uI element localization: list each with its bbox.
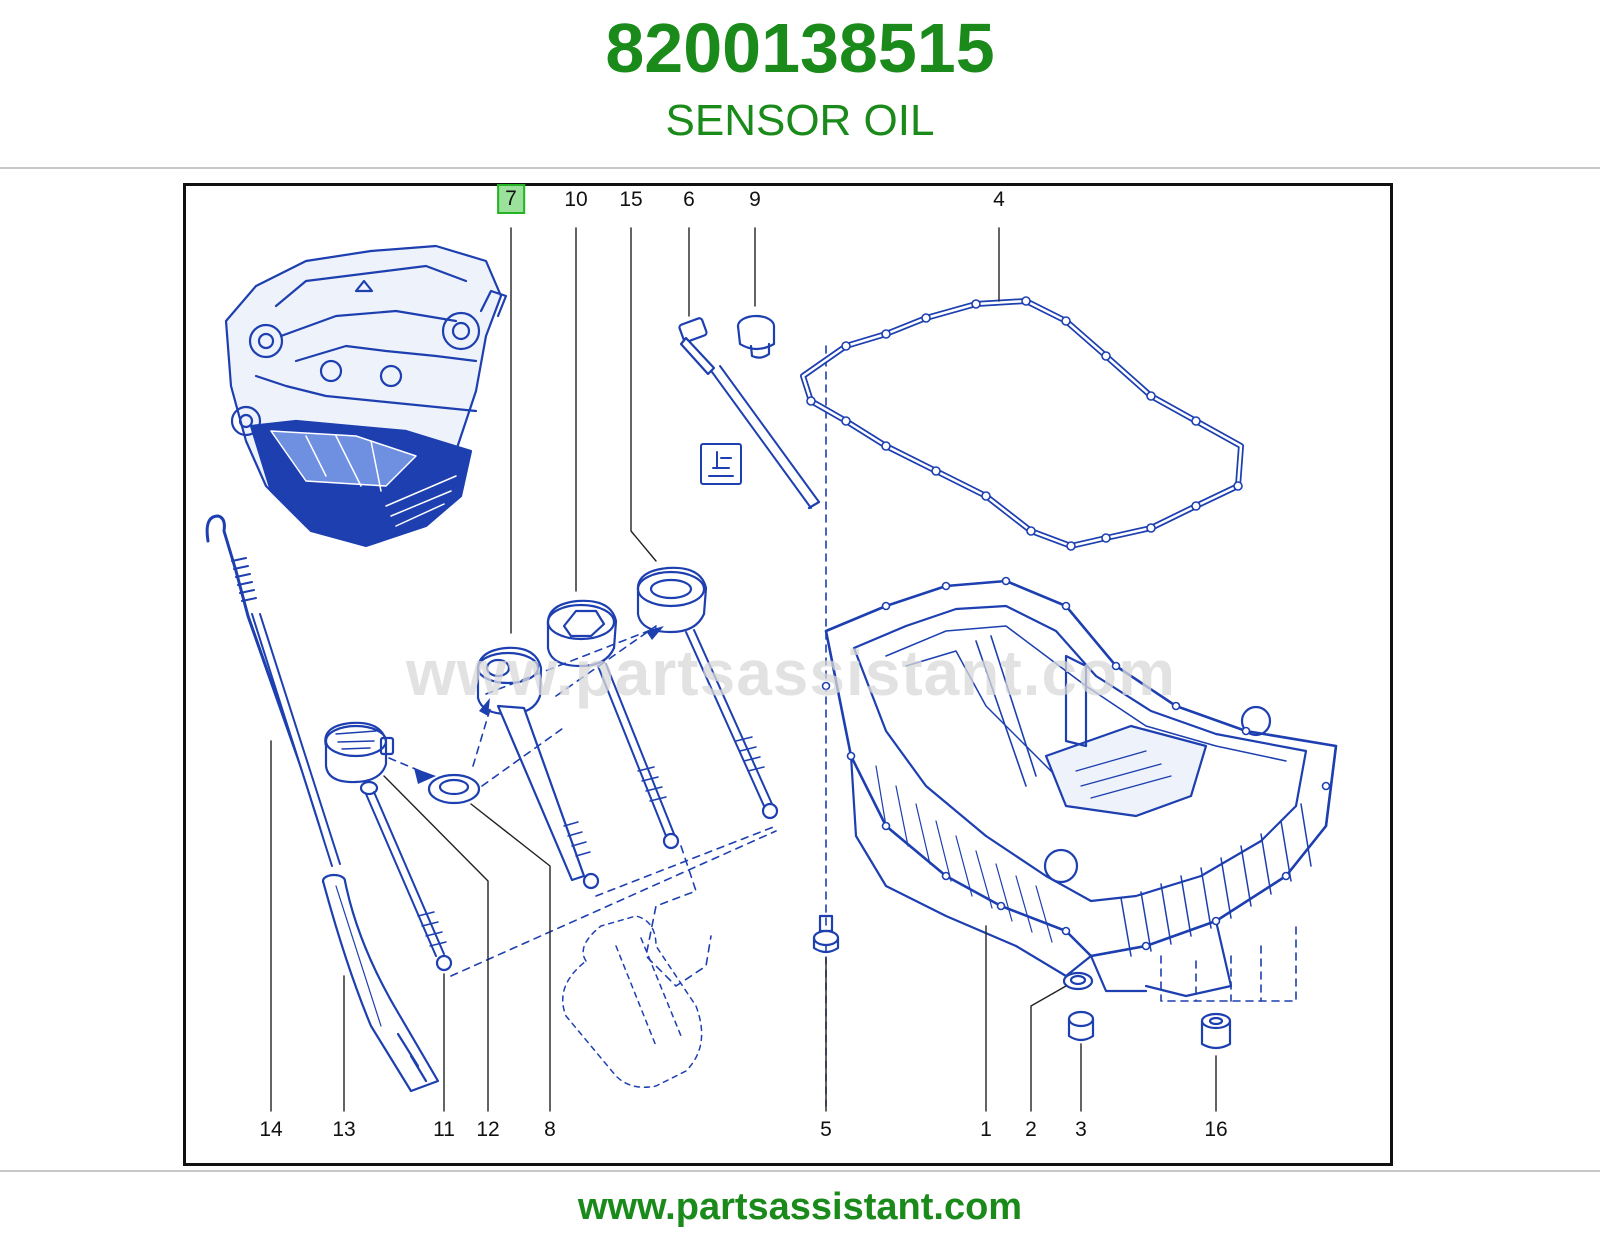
part-name: SENSOR OIL [665, 96, 935, 145]
diagram-drawing [205, 227, 1338, 1112]
callout-15[interactable]: 15 [619, 188, 643, 211]
callout-3[interactable]: 3 [1075, 1118, 1087, 1141]
callout-9[interactable]: 9 [749, 188, 761, 211]
footer-url[interactable]: www.partsassistant.com [577, 1186, 1023, 1228]
bolt-5 [812, 914, 840, 954]
arrow-7 [479, 698, 490, 716]
oil-pan [821, 576, 1338, 998]
seal-ring [427, 773, 481, 805]
callout-14[interactable]: 14 [259, 1118, 283, 1141]
level-rod-11 [359, 780, 453, 972]
callout-6[interactable]: 6 [683, 188, 695, 211]
oil-level-symbol-icon [700, 443, 742, 485]
ghost-housing [562, 915, 703, 1088]
guide-tube [321, 873, 440, 1093]
drain-plug-3 [1067, 1010, 1095, 1042]
filler-cap [324, 721, 395, 784]
top-divider [0, 167, 1600, 169]
callout-13[interactable]: 13 [332, 1118, 356, 1141]
callout-1[interactable]: 1 [980, 1118, 992, 1141]
callout-2[interactable]: 2 [1025, 1118, 1037, 1141]
cap-10 [546, 599, 680, 850]
washer-2 [1062, 971, 1094, 991]
bottom-divider [0, 1170, 1600, 1172]
callout-4[interactable]: 4 [993, 188, 1005, 211]
arrow-15 [646, 626, 664, 640]
callout-5[interactable]: 5 [820, 1118, 832, 1141]
cap-15 [636, 566, 779, 820]
callout-7-highlighted[interactable]: 7 [497, 184, 525, 214]
oil-level-sensor-6 [678, 317, 821, 510]
arrow-12 [414, 768, 436, 784]
leader-lines [270, 227, 1217, 1112]
callout-16[interactable]: 16 [1204, 1118, 1228, 1141]
part-number: 8200138515 [605, 9, 995, 87]
callout-11[interactable]: 11 [433, 1118, 455, 1141]
sleeve-16 [1200, 1012, 1232, 1050]
engine-drawing [224, 244, 508, 548]
dipstick [205, 514, 341, 869]
oil-sensor [476, 646, 600, 890]
gasket [800, 296, 1244, 551]
callout-10[interactable]: 10 [564, 188, 588, 211]
callout-8[interactable]: 8 [544, 1118, 556, 1141]
exploded-diagram: www.partsassistant.com 7 10 15 6 9 4 14 … [183, 183, 1393, 1166]
drain-plug-9 [736, 314, 776, 359]
callout-12[interactable]: 12 [476, 1118, 500, 1141]
